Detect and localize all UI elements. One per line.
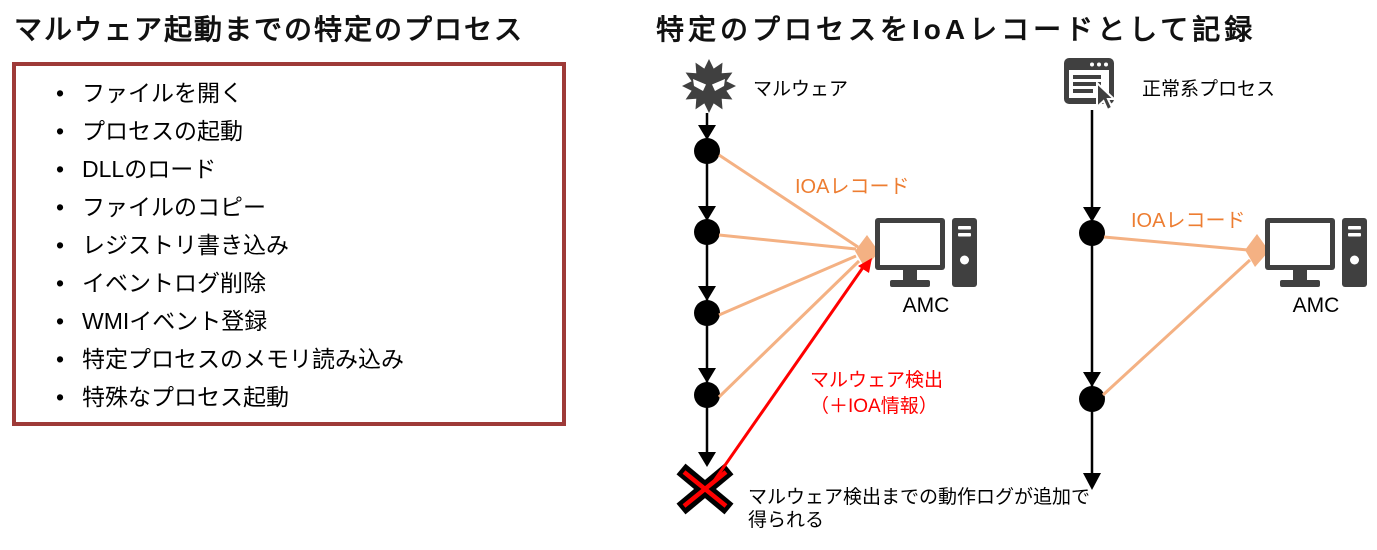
process-item: 特殊なプロセス起動 <box>16 378 562 416</box>
ioa-record-label: IOAレコード <box>1131 210 1246 232</box>
ioa-record-label: IOAレコード <box>795 176 910 198</box>
process-item: ファイルを開く <box>16 74 562 112</box>
malware-detection-arrowhead <box>858 258 872 273</box>
flow-arrowhead <box>698 286 716 301</box>
process-step-dot <box>694 382 720 408</box>
amc-server-label: AMC <box>902 294 950 317</box>
process-item: ファイルのコピー <box>16 188 562 226</box>
process-item: レジストリ書き込み <box>16 226 562 264</box>
flow-arrowhead <box>698 452 716 467</box>
process-list: ファイルを開く プロセスの起動 DLLのロード ファイルのコピー レジストリ書き… <box>16 66 562 416</box>
malware-detection-line <box>712 265 866 482</box>
normal-process-label: 正常系プロセス <box>1142 79 1276 100</box>
ioa-record-line <box>1101 258 1252 397</box>
process-item: プロセスの起動 <box>16 112 562 150</box>
amc-computer-icon <box>1265 218 1367 287</box>
process-step-dot <box>694 300 720 326</box>
cursor-icon <box>1096 80 1117 112</box>
process-step-dot <box>694 219 720 245</box>
right-panel-title: 特定のプロセスをIoAレコードとして記録 <box>656 14 1257 45</box>
termination-x-icon <box>676 463 734 515</box>
flow-arrowhead <box>1083 473 1101 490</box>
detection-log-note: マルウェア検出までの動作ログが追加で 得られる <box>748 486 1090 532</box>
flow-arrowhead <box>698 206 716 221</box>
malware-detection-label: マルウェア検出 （＋IOA情報） <box>810 368 943 420</box>
detection-log-note-line1: マルウェア検出までの動作ログが追加で <box>748 487 1091 508</box>
ioa-record-arrowhead <box>1245 234 1269 267</box>
ioa-record-line <box>717 259 861 399</box>
amc-server-label: AMC <box>1292 294 1340 317</box>
malware-detection-label-line1: マルウェア検出 <box>810 370 944 391</box>
ioa-record-arrowhead <box>855 235 879 268</box>
ioa-record-line <box>718 153 859 249</box>
ioa-record-line <box>718 233 857 251</box>
process-item: イベントログ削除 <box>16 264 562 302</box>
process-item: 特定プロセスのメモリ読み込み <box>16 340 562 378</box>
flow-arrowhead <box>698 368 716 383</box>
malware-detection-label-line2: （＋IOA情報） <box>810 396 938 417</box>
process-step-dot <box>1079 386 1105 412</box>
left-panel-title: マルウェア起動までの特定のプロセス <box>14 14 525 45</box>
process-step-dot <box>1079 220 1105 246</box>
ioa-record-line <box>718 254 857 317</box>
detection-log-note-line2: 得られる <box>748 510 825 531</box>
process-step-dot <box>694 138 720 164</box>
amc-computer-icon <box>875 218 977 287</box>
flow-arrowhead <box>1083 372 1101 387</box>
normal-process-icon <box>1064 58 1117 112</box>
malware-icon <box>682 59 736 113</box>
malware-source-label: マルウェア <box>753 79 849 100</box>
process-list-box: ファイルを開く プロセスの起動 DLLのロード ファイルのコピー レジストリ書き… <box>12 62 566 426</box>
process-item: WMIイベント登録 <box>16 302 562 340</box>
flow-arrowhead <box>698 125 716 140</box>
ioa-record-line <box>1103 235 1249 252</box>
process-item: DLLのロード <box>16 150 562 188</box>
flow-arrowhead <box>1083 207 1101 222</box>
